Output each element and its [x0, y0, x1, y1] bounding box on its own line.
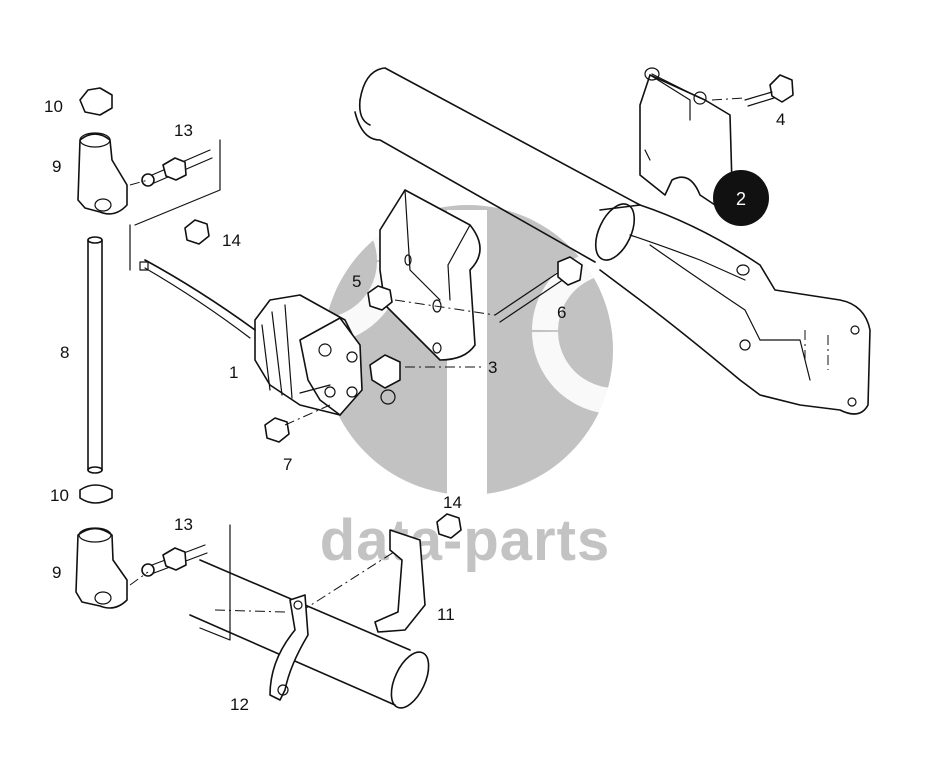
callout-9-lower: 9 — [52, 563, 61, 582]
callout-9-upper: 9 — [52, 157, 61, 176]
callout-8: 8 — [60, 343, 69, 362]
bracket-3-drawing — [379, 189, 583, 361]
nut-14-drawing — [184, 219, 462, 539]
axle-housing-drawing — [354, 67, 871, 415]
callout-12: 12 — [230, 695, 249, 714]
valve-1-drawing — [139, 259, 401, 443]
lower-tube-drawing — [189, 524, 430, 709]
callout-5: 5 — [352, 272, 361, 291]
leader-lines — [299, 366, 484, 394]
callout-10-lower: 10 — [50, 486, 69, 505]
callout-13-lower: 13 — [174, 515, 193, 534]
callout-7: 7 — [283, 455, 292, 474]
callout-14-upper: 14 — [222, 231, 241, 250]
callout-6: 6 — [557, 303, 566, 322]
watermark-text: data-parts — [320, 508, 610, 573]
callout-labels: 1 3 4 5 6 7 8 9 9 10 10 11 12 13 13 14 1… — [44, 97, 785, 714]
callout-1: 1 — [229, 363, 238, 382]
bolt-13-drawing — [129, 139, 221, 586]
callout-2-badge — [713, 170, 769, 226]
link-rod-drawing — [75, 87, 128, 609]
callout-2-label: 2 — [736, 189, 746, 209]
callout-10-upper: 10 — [44, 97, 63, 116]
callout-11: 11 — [437, 605, 455, 624]
callout-4: 4 — [776, 110, 785, 129]
callout-14-lower: 14 — [443, 493, 462, 512]
callout-3: 3 — [488, 358, 497, 377]
callout-13-upper: 13 — [174, 121, 193, 140]
